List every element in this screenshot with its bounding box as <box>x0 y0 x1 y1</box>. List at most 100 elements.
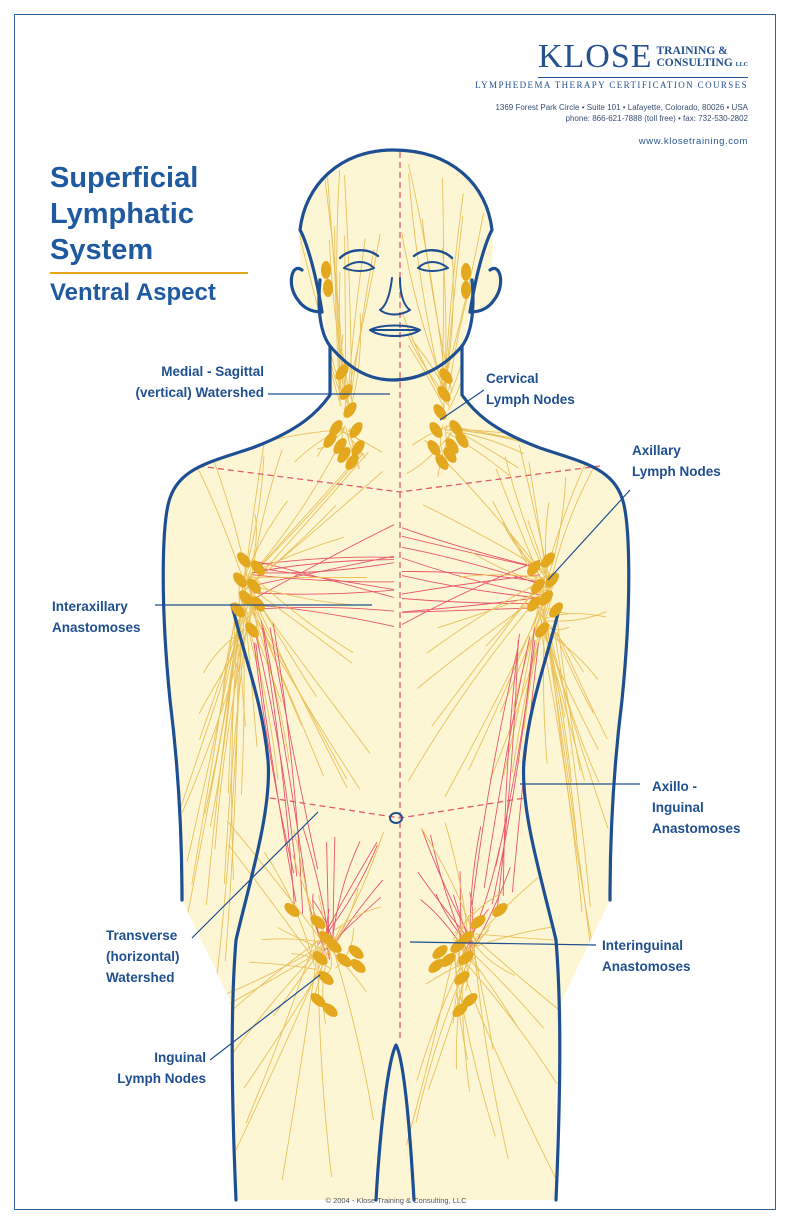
torso-lymph-vessel <box>244 578 317 698</box>
head-lymph-vessel <box>401 231 450 399</box>
leg-lymph-vessel <box>427 953 474 1090</box>
arm-lymph-vessel <box>216 627 242 979</box>
leg-lymph-vessel <box>293 829 318 955</box>
leg-lymph-vessel <box>457 877 539 962</box>
leg-lymph-vessel <box>328 934 374 1121</box>
inguinal-lymph-node <box>470 915 486 929</box>
right-shoulder-arm <box>460 344 631 902</box>
leg-lymph-vessel <box>261 938 322 943</box>
shoulder-lymph-vessel <box>345 428 361 469</box>
inguinal-lymph-node <box>284 903 300 917</box>
arm-lymph-vessel <box>552 626 594 714</box>
leg-lymph-vessel <box>458 961 562 1189</box>
title-rule <box>50 272 248 274</box>
torso-lymph-vessel <box>247 585 353 664</box>
upper-transverse-watershed-left <box>197 465 601 493</box>
axillary-lymph-node <box>545 572 559 588</box>
leader-transverse <box>191 811 319 939</box>
cervical-lymph-node <box>449 420 463 436</box>
interaxillary-vessel <box>401 535 541 569</box>
cervical-lymph-node <box>437 386 451 402</box>
axillary-lymph-node <box>541 552 555 568</box>
head-lymph-vessel <box>329 240 350 404</box>
leg-lymph-vessel <box>333 888 359 946</box>
inguinal-lymph-node <box>336 953 352 967</box>
shoulder-lymph-vessel <box>347 430 360 441</box>
lower-abdomen-vessel <box>473 866 511 947</box>
lower-abdomen-vessel <box>331 841 361 946</box>
shoulder-lymph-vessel <box>549 463 597 588</box>
cervical-lymph-node <box>351 440 365 456</box>
axillary-lymph-node <box>239 590 253 606</box>
brand-header: KLOSE TRAINING & CONSULTING LLC LYMPHEDE… <box>468 40 748 147</box>
label-axillo-inguinal-anastomoses: Axillo - Inguinal Anastomoses <box>652 779 741 836</box>
shoulder-lymph-vessel <box>340 430 383 453</box>
axillary-lymph-node <box>539 590 553 606</box>
copyright-footer: © 2004 - Klose Training & Consulting, LL… <box>325 1196 467 1205</box>
arm-lymph-vessel <box>543 628 566 718</box>
label-inguinal-lymph-nodes: Inguinal Lymph Nodes <box>117 1050 206 1086</box>
axillary-lymph-node <box>245 622 259 638</box>
cervical-lymph-node <box>343 402 357 418</box>
cervical-lymph-node <box>429 422 443 438</box>
interaxillary-vessel <box>252 589 395 595</box>
logo-side-text: TRAINING & CONSULTING LLC <box>656 45 749 69</box>
inguinal-lymph-node <box>350 959 366 973</box>
interaxillary-vessel <box>252 556 395 566</box>
leg-lymph-vessel <box>230 950 327 1160</box>
interaxillary-vessel <box>252 555 395 586</box>
arm-lymph-vessel <box>549 633 600 783</box>
interaxillary-vessel <box>252 566 395 591</box>
subtitle: Ventral Aspect <box>50 279 216 306</box>
head-lymph-vessel <box>442 216 464 410</box>
inguinal-lymph-node <box>428 959 444 973</box>
website-link[interactable]: www.klosetraining.com <box>638 136 748 147</box>
axillo-inguinal-vessel <box>496 640 519 909</box>
interaxillary-vessel <box>401 596 541 613</box>
cervical-lymph-node <box>443 447 457 463</box>
torso-lymph-vessel <box>239 536 345 580</box>
leader-cervical <box>439 389 485 421</box>
interaxillary-vessel <box>252 607 395 612</box>
head-lymph-vessel <box>344 175 353 402</box>
leg-lymph-vessel <box>222 944 333 1008</box>
cervical-lymph-node <box>329 420 343 436</box>
lower-abdomen-vessel <box>332 836 336 945</box>
lymph-nodes <box>231 261 563 1017</box>
interaxillary-vessel <box>401 571 541 583</box>
axillo-inguinal-vessel <box>262 627 309 903</box>
arm-lymph-vessel <box>186 617 241 862</box>
arm-lymph-vessel <box>191 608 237 885</box>
nose <box>379 277 411 316</box>
label-axillary-lymph-nodes: Axillary Lymph Nodes <box>632 443 721 479</box>
inguinal-lymph-node <box>348 945 364 959</box>
arm-lymph-vessel <box>204 622 238 815</box>
torso-lymph-vessel <box>437 586 554 629</box>
interaxillary-vessel <box>401 557 541 596</box>
leg-lymph-vessel <box>461 926 555 952</box>
cervical-lymph-node <box>455 432 469 448</box>
cervical-lymph-node <box>323 432 337 448</box>
leader-interinguinal <box>409 941 597 946</box>
leg-lymph-vessel <box>453 948 562 1092</box>
arm-lymph-vessel <box>544 613 606 620</box>
axillo-inguinal-vessel <box>269 627 319 870</box>
axillary-lymph-node <box>251 596 265 612</box>
cervical-lymph-node <box>427 440 441 456</box>
arm-lymph-vessel <box>539 613 584 673</box>
leg-lymph-vessel <box>245 941 315 1124</box>
axillo-inguinal-vessel <box>272 623 304 914</box>
axillary-lymph-node <box>231 602 245 618</box>
shoulder-lymph-vessel <box>495 468 544 586</box>
cervical-lymph-node <box>445 438 459 454</box>
torso-lymph-vessel <box>545 502 550 586</box>
cervical-lymph-node <box>349 422 363 438</box>
arm-lymph-vessel <box>545 611 607 622</box>
leg-lymph-vessel <box>456 938 545 1029</box>
page-frame <box>14 14 776 1210</box>
head-outline <box>298 148 494 314</box>
inguinal-lymph-node <box>326 939 342 953</box>
leader-lines <box>155 389 640 1061</box>
axillo-inguinal-vessel <box>254 631 298 877</box>
